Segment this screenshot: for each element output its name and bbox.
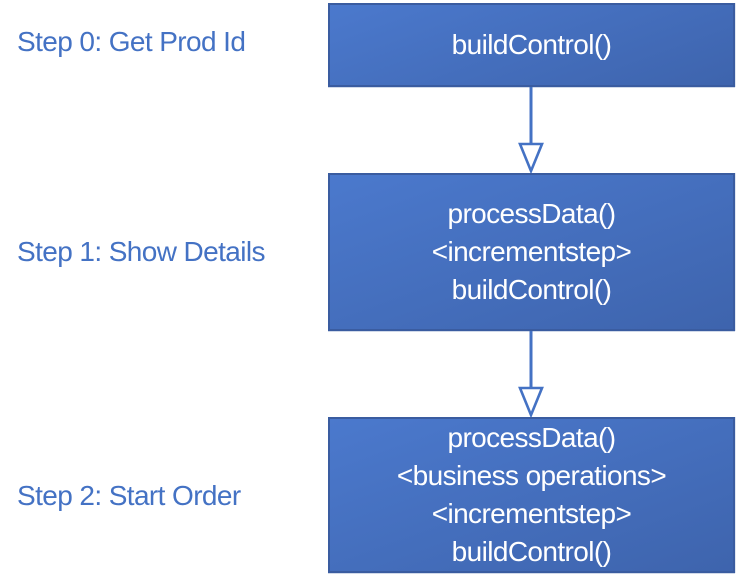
method-call-text: buildControl() <box>451 29 612 60</box>
arrow-down-icon <box>518 87 544 173</box>
method-call-text: <business operations> <box>396 460 667 491</box>
step-label-2: Step 2: Start Order <box>17 480 241 511</box>
step-label-0: Step 0: Get Prod Id <box>17 26 246 57</box>
method-call-text: buildControl() <box>451 536 612 567</box>
flow-box-step1: processData() <incrementstep> buildContr… <box>328 173 735 331</box>
method-call-text: processData() <box>447 422 616 453</box>
method-call-text: <incrementstep> <box>431 498 632 529</box>
arrow-down-icon <box>518 331 544 417</box>
flow-box-step0: buildControl() <box>328 3 735 87</box>
flow-box-step2: processData() <business operations> <inc… <box>328 417 735 573</box>
step-label-1: Step 1: Show Details <box>17 236 266 267</box>
method-call-text: <incrementstep> <box>431 236 632 267</box>
method-call-text: buildControl() <box>451 274 612 305</box>
method-call-text: processData() <box>447 198 616 229</box>
